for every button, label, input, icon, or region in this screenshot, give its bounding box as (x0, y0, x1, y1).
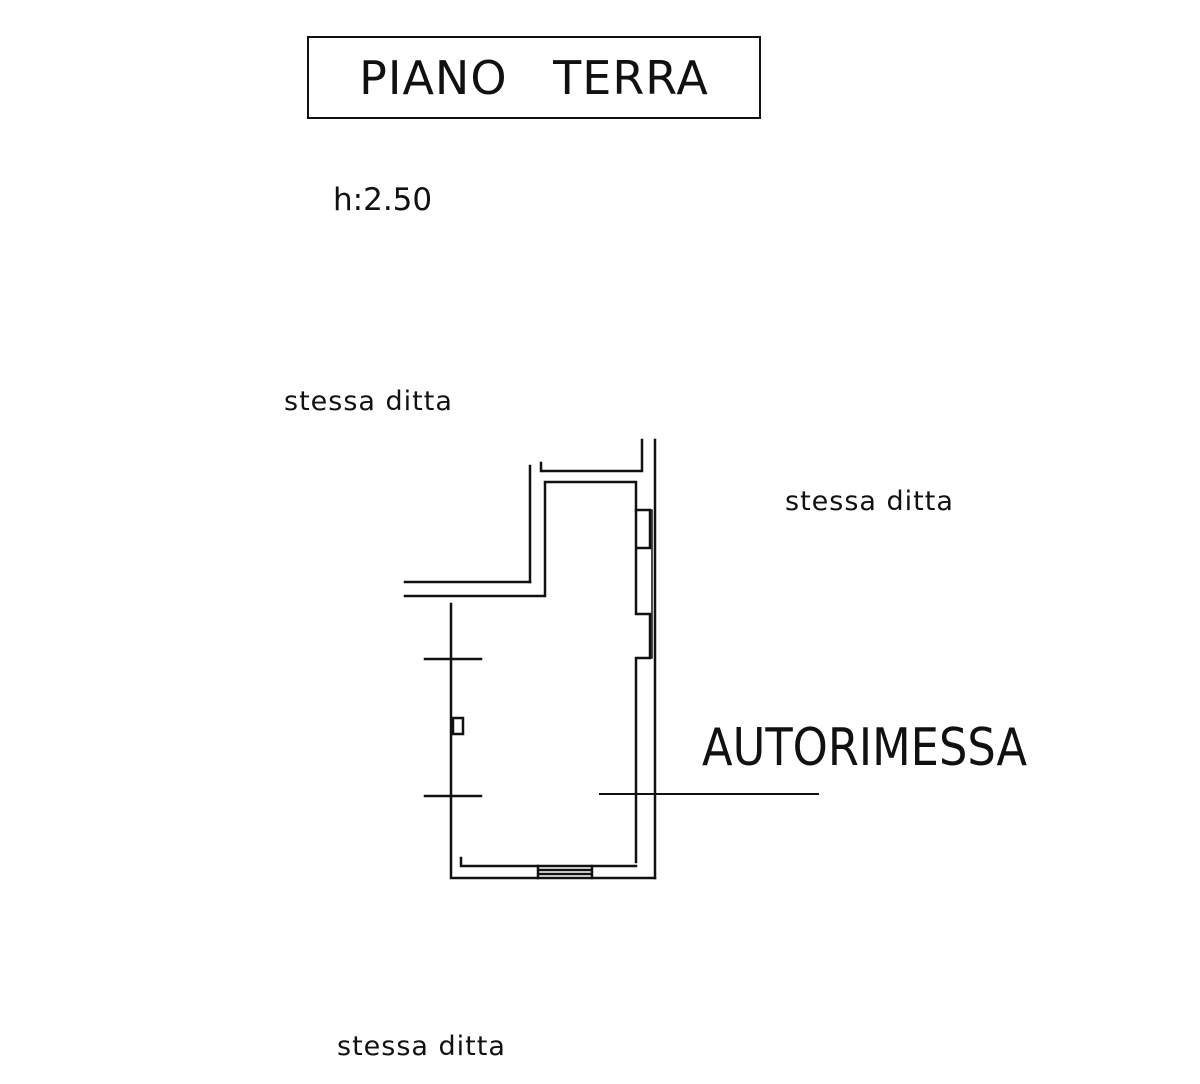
door-handle (451, 716, 465, 736)
room-label-garage: AUTORIMESSA (702, 718, 1028, 778)
wall-north-notch-inner (403, 480, 638, 598)
ceiling-height-label: h:2.50 (333, 182, 433, 218)
neighbor-label-south: stessa ditta (337, 1031, 506, 1062)
neighbor-label-east: stessa ditta (785, 486, 954, 517)
neighbor-label-northwest: stessa ditta (284, 386, 453, 417)
floor-title: PIANO TERRA (359, 50, 709, 105)
wall-east-inner (634, 508, 652, 864)
garage-door-line (423, 657, 483, 798)
wall-north-notch (528, 438, 644, 584)
title-box: PIANO TERRA (307, 36, 761, 119)
window-south (536, 864, 594, 880)
wall-south (449, 602, 657, 880)
